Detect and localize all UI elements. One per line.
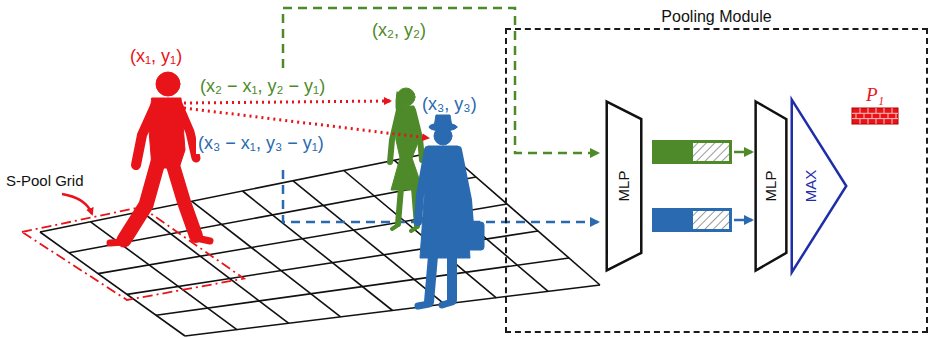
max-pool-block: MAX (790, 96, 848, 276)
offset-label: (x₃ − x₁, y₃ − y₁) (196, 133, 326, 154)
brick-fill (852, 108, 898, 124)
brick-joint (872, 113, 873, 118)
node-label: Pooling Module (661, 8, 771, 26)
position-label: (x₂, y₂) (372, 20, 426, 41)
bag (460, 222, 484, 250)
node-label: MAX (802, 170, 819, 203)
node-label: MLP (762, 171, 779, 202)
block-shape (607, 102, 642, 271)
foot (411, 227, 417, 231)
arm (413, 110, 422, 160)
person-blue (418, 115, 484, 306)
bar-arrow (734, 219, 752, 222)
brick-joint (888, 113, 889, 118)
foot (196, 238, 210, 241)
mlp-block: MLP (606, 98, 642, 274)
arm (136, 104, 156, 165)
dress (391, 106, 423, 190)
brick-joint (892, 119, 893, 124)
brick-joint (852, 118, 898, 119)
mlp-block: MLP (755, 98, 787, 274)
brick-joint (860, 108, 861, 113)
grid-label: S-Pool Grid (6, 172, 84, 189)
block-shape (792, 100, 847, 273)
leg (124, 162, 158, 240)
brick-joint (876, 108, 877, 113)
feature-bar (652, 208, 732, 232)
arm (418, 150, 428, 222)
leg (447, 256, 457, 300)
foot (110, 242, 124, 243)
ground-grid (40, 150, 600, 336)
leg (429, 256, 433, 302)
brick-joint (852, 113, 898, 114)
arm (178, 104, 196, 158)
grid-line (185, 285, 600, 336)
brick-joint (876, 119, 877, 124)
brick-joint (896, 113, 897, 118)
brick-joint (884, 108, 885, 113)
feature-bar (652, 140, 732, 164)
brick-joint (868, 108, 869, 113)
pooling-module-box: Pooling ModuleMLPMLPMAXP₁ (505, 28, 928, 333)
brick-joint (880, 113, 881, 118)
node-label: MLP (615, 171, 632, 202)
brick-ground (852, 108, 898, 124)
hat (434, 115, 452, 127)
grid-line (156, 258, 569, 315)
brick-joint (860, 119, 861, 124)
feature-hatch (693, 211, 729, 229)
brick-joint (892, 108, 893, 113)
feature-hatch (693, 143, 729, 161)
foot (442, 302, 452, 305)
pooled-vector: P₁ (852, 108, 898, 124)
brick-joint (856, 113, 857, 118)
bar-arrow (734, 151, 752, 154)
leg (172, 162, 196, 236)
position-label: (x₁, y₁) (130, 46, 182, 67)
block-shape (756, 102, 787, 271)
person-red (110, 72, 210, 243)
brick-joint (868, 119, 869, 124)
arm (458, 150, 470, 225)
offset-label: (x₂ − x₁, y₂ − y₁) (198, 76, 327, 97)
brick-joint (864, 113, 865, 118)
grid-line (40, 232, 185, 336)
pointer-arrow (62, 194, 92, 214)
head (156, 72, 180, 96)
head (434, 127, 452, 145)
foot (418, 304, 429, 306)
arm (390, 110, 399, 162)
position-label: (x₃, y₃) (422, 94, 477, 115)
node-label: P₁ (866, 84, 884, 106)
foot (392, 225, 398, 229)
relative-arrow (184, 101, 390, 103)
brick-joint (884, 119, 885, 124)
leg (398, 188, 401, 224)
